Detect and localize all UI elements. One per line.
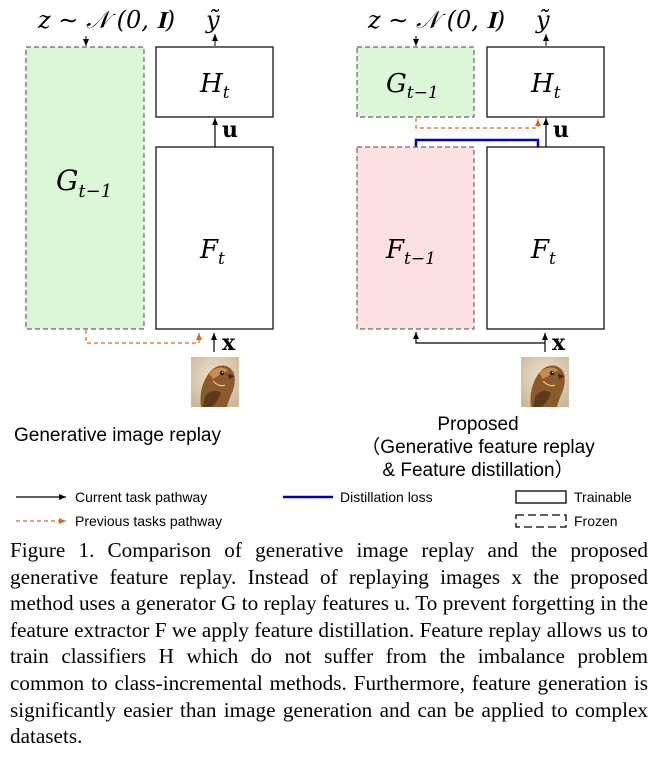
right-feature-replay-path	[415, 118, 541, 129]
left-generator-label: Gt−1	[56, 164, 112, 202]
right-distillation-link	[414, 138, 540, 147]
left-noise-label: z ∼ 𝒩 (0, 𝐈)	[37, 6, 175, 34]
left-x-label: x	[222, 330, 236, 356]
legend-trainable-swatch	[515, 490, 567, 504]
right-diagram: z ∼ 𝒩 (0, 𝐈) ỹ Gt−1 Ht u Ft−1 Ft x	[356, 6, 605, 481]
left-u-label: u	[222, 117, 238, 143]
legend-trainable-label: Trainable	[574, 489, 632, 505]
left-extractor-box	[155, 146, 274, 330]
left-replay-path	[85, 330, 202, 344]
right-x-to-old-extractor	[413, 332, 545, 344]
right-head-box	[486, 46, 605, 118]
right-hawk-image	[521, 357, 569, 407]
figure-caption-label: Figure 1.	[10, 538, 95, 562]
right-title-line2: （Generative feature replay	[361, 436, 595, 458]
right-generator-box	[356, 46, 475, 118]
legend-current-label: Current task pathway	[75, 489, 207, 505]
diagram: z ∼ 𝒩 (0, 𝐈) ỹ Gt−1 Ht u Ft x Generative…	[14, 6, 632, 529]
right-old-extractor-label: Ft−1	[385, 235, 436, 269]
legend-frozen-swatch	[515, 514, 567, 528]
left-hawk-image	[191, 357, 239, 407]
legend-previous-label: Previous tasks pathway	[75, 513, 222, 529]
right-output-label: ỹ	[535, 6, 550, 34]
left-title: Generative image replay	[14, 425, 221, 446]
figure-caption: Figure 1. Comparison of generative image…	[10, 537, 648, 750]
right-noise-label: z ∼ 𝒩 (0, 𝐈)	[367, 6, 505, 34]
left-output-label: ỹ	[205, 6, 220, 34]
legend: Current task pathway Previous tasks path…	[16, 489, 632, 529]
legend-frozen-label: Frozen	[574, 513, 618, 529]
right-old-extractor-box	[356, 146, 475, 330]
left-extractor-label: Ft	[199, 235, 225, 269]
left-generator-box	[25, 46, 145, 330]
left-head-label: Ht	[199, 69, 230, 103]
right-head-label: Ht	[530, 69, 561, 103]
right-x-label: x	[552, 330, 566, 356]
right-title-line1: Proposed	[437, 414, 518, 435]
right-extractor-label: Ft	[530, 235, 556, 269]
right-extractor-box	[486, 146, 605, 330]
right-title-line3: & Feature distillation）	[382, 459, 573, 481]
right-generator-label: Gt−1	[386, 69, 439, 103]
left-head-box	[155, 46, 274, 118]
legend-distillation-label: Distillation loss	[340, 489, 433, 505]
left-diagram: z ∼ 𝒩 (0, 𝐈) ỹ Gt−1 Ht u Ft x Generative…	[14, 6, 274, 446]
figure-caption-text: Comparison of generative image replay an…	[10, 538, 648, 749]
right-u-label: u	[553, 117, 569, 143]
